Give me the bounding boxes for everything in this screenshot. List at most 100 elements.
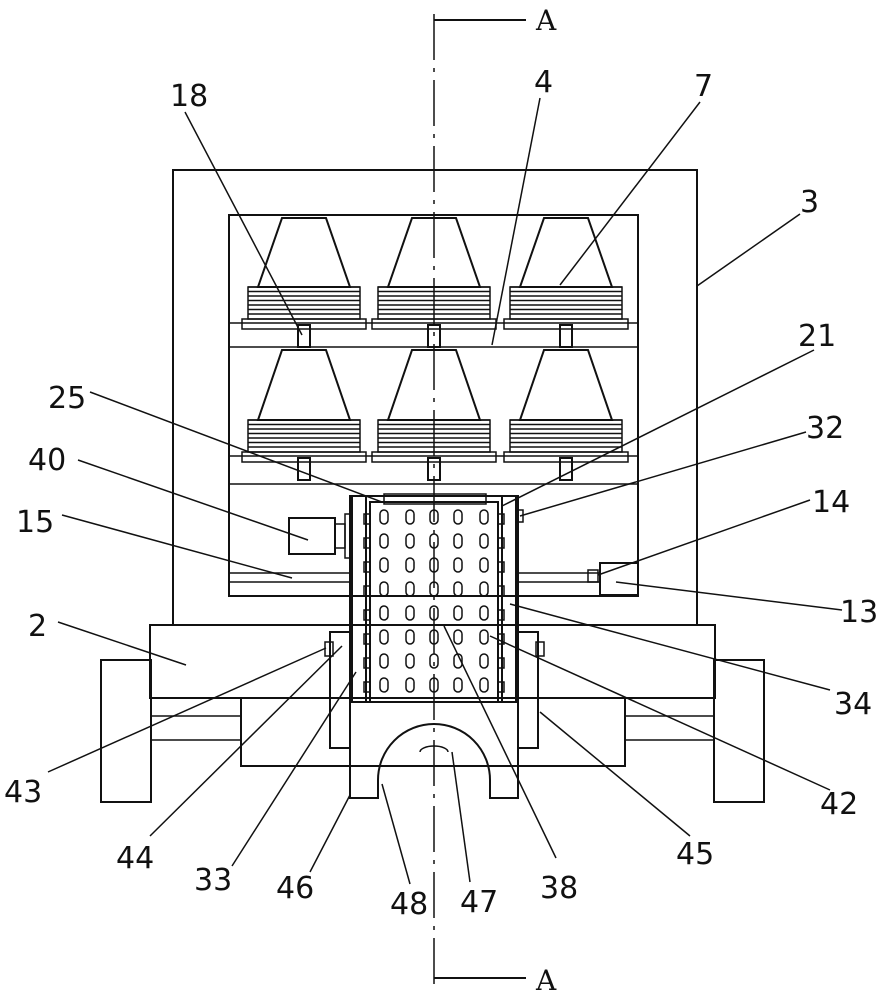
label-7: 7 [694,69,713,104]
label-33: 33 [194,863,232,898]
stud [429,509,439,525]
leader-lines [47,97,843,885]
shelf-lower [229,455,638,485]
stud [405,677,415,693]
knob [363,609,371,621]
spool-group [241,217,629,481]
spool-1-1 [371,349,497,481]
label-4: 4 [534,65,553,100]
side-knobs [363,513,505,693]
stud [379,533,389,549]
spool-0-0 [241,217,367,348]
knob [363,537,371,549]
stud [479,653,489,669]
section-mark-top: A [535,4,557,37]
label-32: 32 [806,411,844,446]
stud [429,677,439,693]
stud [379,581,389,597]
wheel-right [713,659,765,803]
stud [453,557,463,573]
label-47: 47 [460,885,498,920]
knob [363,657,371,669]
stud [429,557,439,573]
label-46: 46 [276,871,314,906]
plate-right [501,495,517,703]
stud [379,605,389,621]
section-line [433,14,526,985]
inner-cabinet [228,214,639,597]
stud [453,605,463,621]
label-45: 45 [676,837,714,872]
stud [453,581,463,597]
stud [405,533,415,549]
stud [379,509,389,525]
foot-46 [349,701,519,799]
stud [453,509,463,525]
knob [497,657,505,669]
label-48: 48 [390,887,428,922]
label-2: 2 [28,609,47,644]
knob [497,537,505,549]
stud [479,533,489,549]
label-25: 25 [48,381,86,416]
label-15: 15 [16,505,54,540]
stud [429,653,439,669]
wheel-left [100,659,152,803]
stud [479,509,489,525]
rail-15 [229,572,600,583]
knob [363,561,371,573]
section-mark-bottom: A [535,964,557,997]
stud [405,653,415,669]
label-42: 42 [820,787,858,822]
stud [379,653,389,669]
stud [405,605,415,621]
stud [429,533,439,549]
label-18: 18 [170,79,208,114]
block-13 [599,562,639,596]
stud [479,581,489,597]
stud [453,533,463,549]
stud [479,605,489,621]
stud [429,605,439,621]
base-lower [240,697,626,767]
stud [429,629,439,645]
spool-1-2 [503,349,629,481]
stud [379,677,389,693]
spool-0-1 [371,217,497,348]
knob [497,609,505,621]
stud [453,629,463,645]
label-13: 13 [840,595,878,630]
part-32 [515,509,524,523]
knob [363,513,371,525]
label-43: 43 [4,775,42,810]
label-40: 40 [28,443,66,478]
stud [453,677,463,693]
bolt-right [535,641,545,657]
knob [363,681,371,693]
stud [479,557,489,573]
label-3: 3 [800,185,819,220]
label-38: 38 [540,871,578,906]
knob [497,585,505,597]
spool-0-2 [503,217,629,348]
knob [363,585,371,597]
stud [405,581,415,597]
spool-1-0 [241,349,367,481]
stud [429,581,439,597]
stud [379,557,389,573]
stud [405,629,415,645]
arch-47 [419,745,449,753]
stud [479,677,489,693]
knob [497,561,505,573]
plate-left [351,495,367,703]
roller-studs [379,509,489,693]
label-14: 14 [812,485,850,520]
stud [405,509,415,525]
stud [479,629,489,645]
stud [405,557,415,573]
label-34: 34 [834,687,872,722]
part-14 [587,569,599,583]
knob [497,681,505,693]
